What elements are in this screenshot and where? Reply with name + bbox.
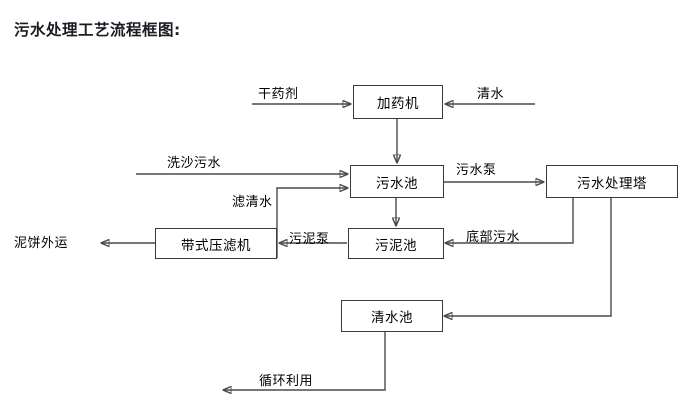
edge-label-dry-reagent: 干药剂 bbox=[258, 87, 299, 102]
node-label: 污泥池 bbox=[375, 237, 417, 254]
edge-recycle-reuse bbox=[223, 332, 386, 390]
node-belt-filter-press[interactable]: 带式压滤机 bbox=[155, 228, 277, 259]
edge-label-recycle-reuse: 循环利用 bbox=[259, 374, 314, 389]
node-dosing-machine[interactable]: 加药机 bbox=[353, 85, 443, 119]
node-label: 污水处理塔 bbox=[577, 175, 647, 192]
edge-label-mud-cake-out: 泥饼外运 bbox=[14, 236, 69, 251]
node-wastewater-pool[interactable]: 污水池 bbox=[350, 165, 444, 198]
node-label: 带式压滤机 bbox=[181, 237, 251, 254]
node-sludge-pool[interactable]: 污泥池 bbox=[348, 228, 444, 259]
node-label: 加药机 bbox=[377, 96, 419, 112]
page-title: 污水处理工艺流程框图: bbox=[14, 21, 181, 39]
edge-label-sludge-pump: 污泥泵 bbox=[289, 232, 330, 247]
node-clean-water-pool[interactable]: 清水池 bbox=[341, 300, 443, 332]
edge-label-bottom-wastewater: 底部污水 bbox=[466, 230, 521, 245]
edge-label-filtered-water: 滤清水 bbox=[232, 195, 273, 210]
node-label: 污水池 bbox=[376, 175, 418, 192]
node-label: 清水池 bbox=[371, 310, 413, 326]
edge-bottom-wastewater bbox=[445, 198, 574, 243]
edge-label-sand-wash-wastewater: 洗沙污水 bbox=[167, 156, 222, 171]
edge-label-wastewater-pump: 污水泵 bbox=[456, 163, 497, 178]
edge-label-clean-water-in: 清水 bbox=[477, 87, 505, 102]
edge-filtered-water bbox=[276, 188, 348, 258]
node-treatment-tower[interactable]: 污水处理塔 bbox=[546, 165, 678, 198]
edge-tower-to-clean-water-pool bbox=[444, 198, 612, 316]
